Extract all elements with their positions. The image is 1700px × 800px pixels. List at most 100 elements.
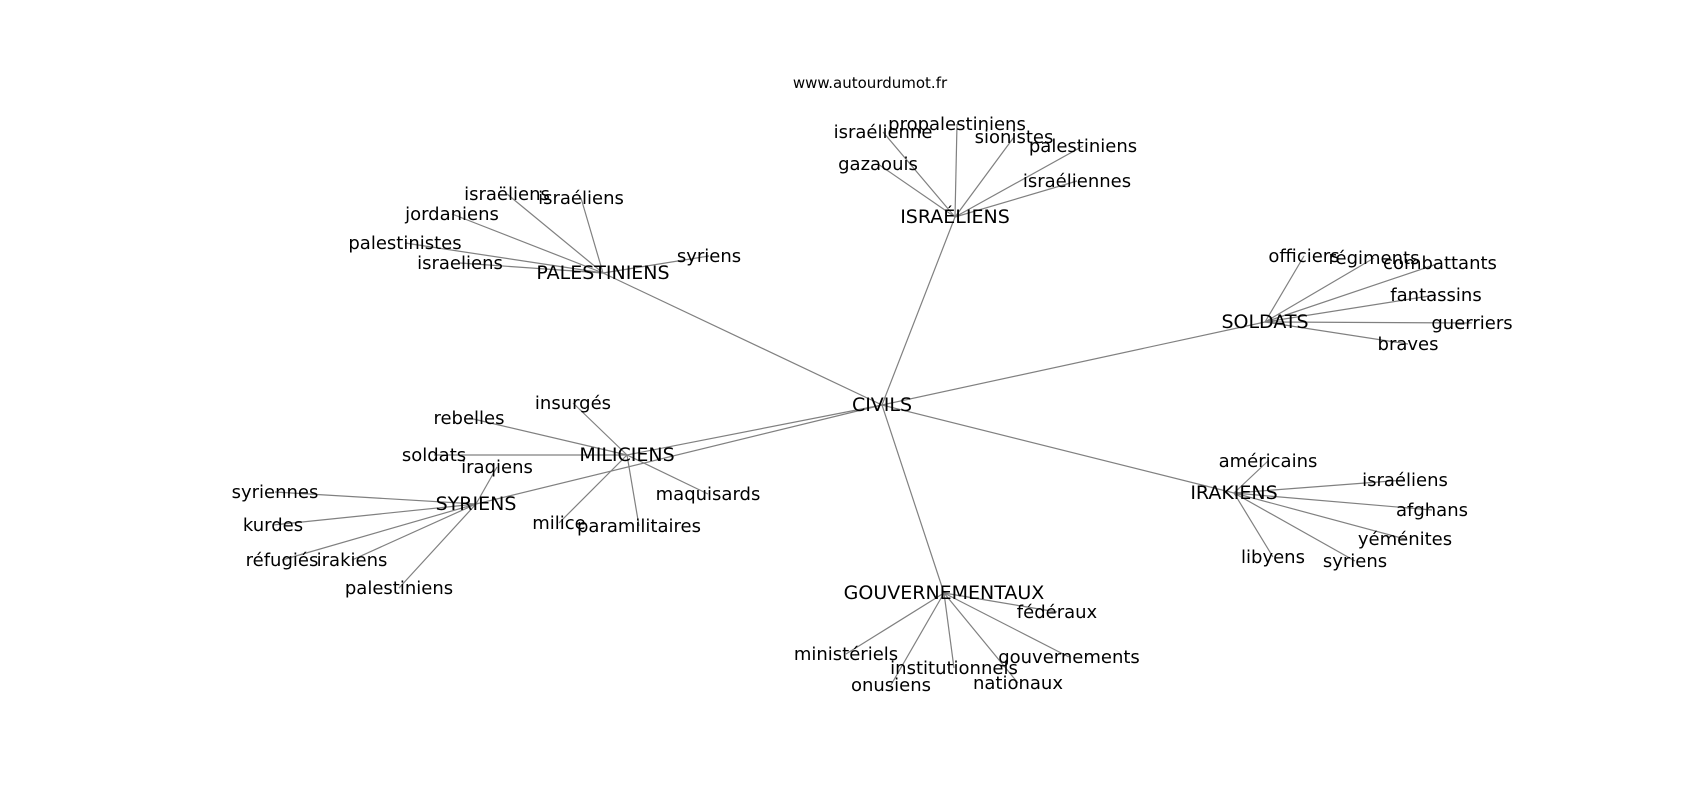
edge-center-5 <box>881 404 1235 494</box>
edge-hub-2-leaf-5 <box>1264 321 1409 345</box>
edge-hub-4-leaf-5 <box>398 503 477 589</box>
edge-center-0 <box>881 216 956 406</box>
leaf-node-0-5: israéliennes <box>1023 171 1131 192</box>
leaf-node-0-3: palestiniens <box>1029 136 1137 157</box>
leaf-node-6-2: gouvernements <box>998 647 1140 668</box>
leaf-node-4-5: palestiniens <box>345 578 453 599</box>
hub-node-3: MILICIENS <box>579 444 674 466</box>
source-url: www.autourdumot.fr <box>793 74 948 92</box>
hub-node-2: SOLDATS <box>1221 311 1308 333</box>
edge-hub-2-leaf-2 <box>1264 262 1441 323</box>
leaf-node-2-0: officiers <box>1268 246 1339 267</box>
leaf-node-6-4: onusiens <box>851 675 931 696</box>
edge-hub-1-leaf-2 <box>451 213 604 274</box>
leaf-node-5-0: américains <box>1219 451 1318 472</box>
leaf-node-4-4: irakiens <box>317 550 388 571</box>
edge-hub-4-leaf-2 <box>272 503 477 526</box>
edge-hub-0-leaf-2 <box>954 136 1015 218</box>
leaf-node-1-1: israéliens <box>538 188 624 209</box>
edge-hub-5-leaf-5 <box>1233 492 1356 562</box>
leaf-node-2-4: guerriers <box>1431 313 1512 334</box>
leaf-node-3-0: insurgés <box>535 393 611 414</box>
edge-hub-2-leaf-3 <box>1264 294 1437 323</box>
leaf-node-3-1: rebelles <box>433 408 504 429</box>
edge-hub-6-leaf-5 <box>943 592 1019 684</box>
hub-node-0: ISRAÉLIENS <box>900 205 1010 228</box>
edge-center-2 <box>881 321 1266 406</box>
edge-hub-6-leaf-1 <box>845 592 945 655</box>
leaf-node-6-5: nationaux <box>973 673 1063 694</box>
leaf-node-0-0: israélienne <box>834 122 933 143</box>
leaf-node-4-3: réfugiés <box>246 550 319 571</box>
edge-hub-5-leaf-0 <box>1233 460 1269 494</box>
edge-hub-2-leaf-4 <box>1264 321 1473 324</box>
leaf-node-4-0: iraqiens <box>461 457 533 478</box>
edge-hub-1-leaf-5 <box>602 255 710 274</box>
edge-hub-2-leaf-0 <box>1264 255 1305 323</box>
edge-hub-1-leaf-1 <box>580 197 604 274</box>
leaf-node-0-1: propalestiniens <box>888 114 1026 135</box>
edge-hub-0-leaf-4 <box>877 163 956 218</box>
edge-center-6 <box>881 404 945 594</box>
leaf-node-5-4: libyens <box>1241 547 1305 568</box>
leaf-node-3-4: milice <box>532 513 586 534</box>
edge-hub-3-leaf-4 <box>558 454 628 524</box>
labels: CIVILS ISRAÉLIENS israéliennepropalestinie… <box>232 114 1513 696</box>
leaf-node-2-5: braves <box>1378 334 1439 355</box>
leaf-node-0-4: gazaouis <box>838 154 918 175</box>
edge-hub-6-leaf-2 <box>943 592 1070 658</box>
leaf-node-1-2: jordaniens <box>404 204 499 225</box>
edge-center-1 <box>602 272 883 406</box>
edge-hub-4-leaf-3 <box>281 503 477 561</box>
edge-hub-6-leaf-3 <box>943 592 955 669</box>
edge-hub-2-leaf-1 <box>1264 257 1375 323</box>
leaf-node-1-3: palestinistes <box>348 233 461 254</box>
edge-hub-3-leaf-0 <box>572 402 628 456</box>
edge-hub-0-leaf-0 <box>882 131 956 218</box>
edge-hub-3-leaf-1 <box>468 417 628 456</box>
edge-hub-1-leaf-0 <box>506 193 604 274</box>
leaf-node-2-2: combattants <box>1383 253 1497 274</box>
leaf-node-2-3: fantassins <box>1390 285 1481 306</box>
leaf-node-1-4: israeliens <box>417 253 503 274</box>
edges <box>272 123 1473 686</box>
leaf-node-5-1: israéliens <box>1362 470 1448 491</box>
edge-hub-5-leaf-2 <box>1233 492 1433 511</box>
edge-hub-3-leaf-3 <box>626 454 709 495</box>
edge-hub-5-leaf-1 <box>1233 479 1406 494</box>
leaf-node-5-5: syriens <box>1323 551 1387 572</box>
hub-node-4: SYRIENS <box>436 493 517 515</box>
leaf-node-2-1: régiments <box>1329 248 1420 269</box>
hub-node-1: PALESTINIENS <box>536 262 669 284</box>
edge-hub-4-leaf-1 <box>274 491 477 505</box>
leaf-node-5-3: yéménites <box>1358 529 1452 550</box>
hub-node-5: IRAKIENS <box>1190 482 1277 504</box>
leaf-node-6-0: fédéraux <box>1017 602 1098 623</box>
leaf-node-4-2: kurdes <box>243 515 303 536</box>
edge-hub-5-leaf-3 <box>1233 492 1406 540</box>
edge-hub-6-leaf-4 <box>890 592 945 686</box>
leaf-node-5-2: afghans <box>1396 500 1468 521</box>
edge-hub-5-leaf-4 <box>1233 492 1274 558</box>
leaf-node-6-1: ministériels <box>794 644 898 665</box>
edge-center-3 <box>626 404 883 456</box>
leaf-node-0-2: sionistes <box>975 127 1054 148</box>
leaf-node-3-3: maquisards <box>656 484 761 505</box>
edge-hub-4-leaf-0 <box>475 466 498 505</box>
edge-hub-1-leaf-4 <box>459 262 604 274</box>
edge-center-4 <box>475 404 883 505</box>
leaf-node-1-5: syriens <box>677 246 741 267</box>
leaf-node-4-1: syriennes <box>232 482 319 503</box>
leaf-node-3-2: soldats <box>402 445 466 466</box>
edge-hub-0-leaf-3 <box>954 145 1084 218</box>
edge-hub-0-leaf-1 <box>954 123 958 218</box>
leaf-node-6-3: institutionnels <box>890 658 1018 679</box>
edge-hub-1-leaf-3 <box>404 242 604 274</box>
leaf-node-1-0: israëliens <box>464 184 550 205</box>
leaf-node-3-5: paramilitaires <box>577 516 701 537</box>
edge-hub-0-leaf-5 <box>954 180 1078 218</box>
edge-hub-4-leaf-4 <box>351 503 477 561</box>
hub-node-6: GOUVERNEMENTAUX <box>844 582 1045 604</box>
center-node: CIVILS <box>852 394 912 416</box>
